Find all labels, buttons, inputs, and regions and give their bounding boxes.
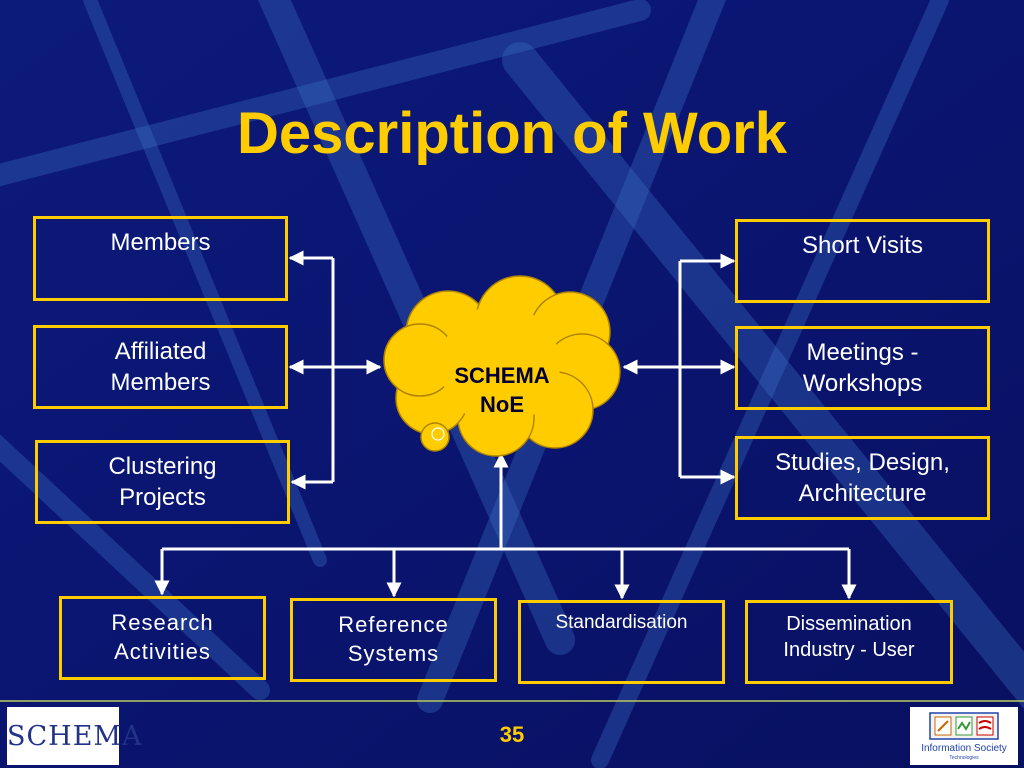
center-node-label: SCHEMA NoE: [430, 362, 574, 419]
left-box-affiliated-line1: Affiliated: [114, 337, 207, 365]
left-box-clustering-projects: Clustering Projects: [35, 440, 290, 524]
right-connector: [622, 253, 736, 485]
right-box-studies-line1: Studies, Design,: [775, 448, 950, 476]
bottom-box-standardisation: Standardisation: [518, 600, 725, 684]
schema-logo-text: SCHEMA: [7, 721, 143, 752]
right-box-studies-line2: Architecture: [798, 480, 927, 507]
left-box-affiliated-line2: Members: [110, 369, 211, 396]
thought-cloud-icon: [383, 275, 621, 457]
right-box-meetings-line2: Workshops: [802, 370, 923, 397]
bottom-box-dissemination-line1: Dissemination: [786, 613, 912, 635]
page-title: Description of Work: [237, 101, 787, 166]
right-box-short-visits: Short Visits: [735, 219, 990, 303]
right-box-short-visits-line1: Short Visits: [802, 232, 923, 259]
schema-logo-icon: SCHEMA: [7, 707, 143, 765]
left-box-clustering-line1: Clustering: [108, 452, 217, 480]
center-node-line1: SCHEMA: [454, 363, 550, 388]
left-box-clustering-line2: Projects: [119, 484, 206, 511]
right-box-meetings-workshops: Meetings - Workshops: [735, 326, 990, 410]
left-box-affiliated-members: Affiliated Members: [33, 325, 288, 409]
ist-logo-text: Information Society: [921, 743, 1007, 754]
bottom-box-reference-systems: Reference Systems: [290, 598, 497, 682]
bottom-box-reference-line1: Reference: [338, 612, 449, 638]
left-connector: [288, 250, 382, 490]
bottom-box-research-activities: Research Activities: [59, 596, 266, 680]
ist-logo-subtext: Technologies: [949, 755, 979, 761]
right-box-meetings-line1: Meetings -: [806, 338, 919, 366]
connectors: [154, 250, 857, 600]
bottom-box-dissemination: Dissemination Industry - User: [745, 600, 953, 684]
left-box-members: Members: [33, 216, 288, 301]
bottom-box-standardisation-line1: Standardisation: [555, 612, 688, 633]
bottom-box-research-line1: Research: [111, 610, 214, 636]
right-box-studies-design: Studies, Design, Architecture: [735, 436, 990, 520]
bottom-box-dissemination-line2: Industry - User: [783, 639, 915, 661]
bottom-box-research-line2: Activities: [114, 639, 211, 664]
ist-logo-graphic: [929, 712, 999, 740]
center-node-line2: NoE: [480, 391, 524, 417]
bottom-connector: [154, 452, 857, 600]
ist-logo-icon: Information Society Technologies: [910, 707, 1018, 765]
page-number: 35: [499, 722, 525, 747]
bottom-box-reference-line2: Systems: [347, 641, 440, 666]
left-box-members-line1: Members: [110, 229, 211, 256]
